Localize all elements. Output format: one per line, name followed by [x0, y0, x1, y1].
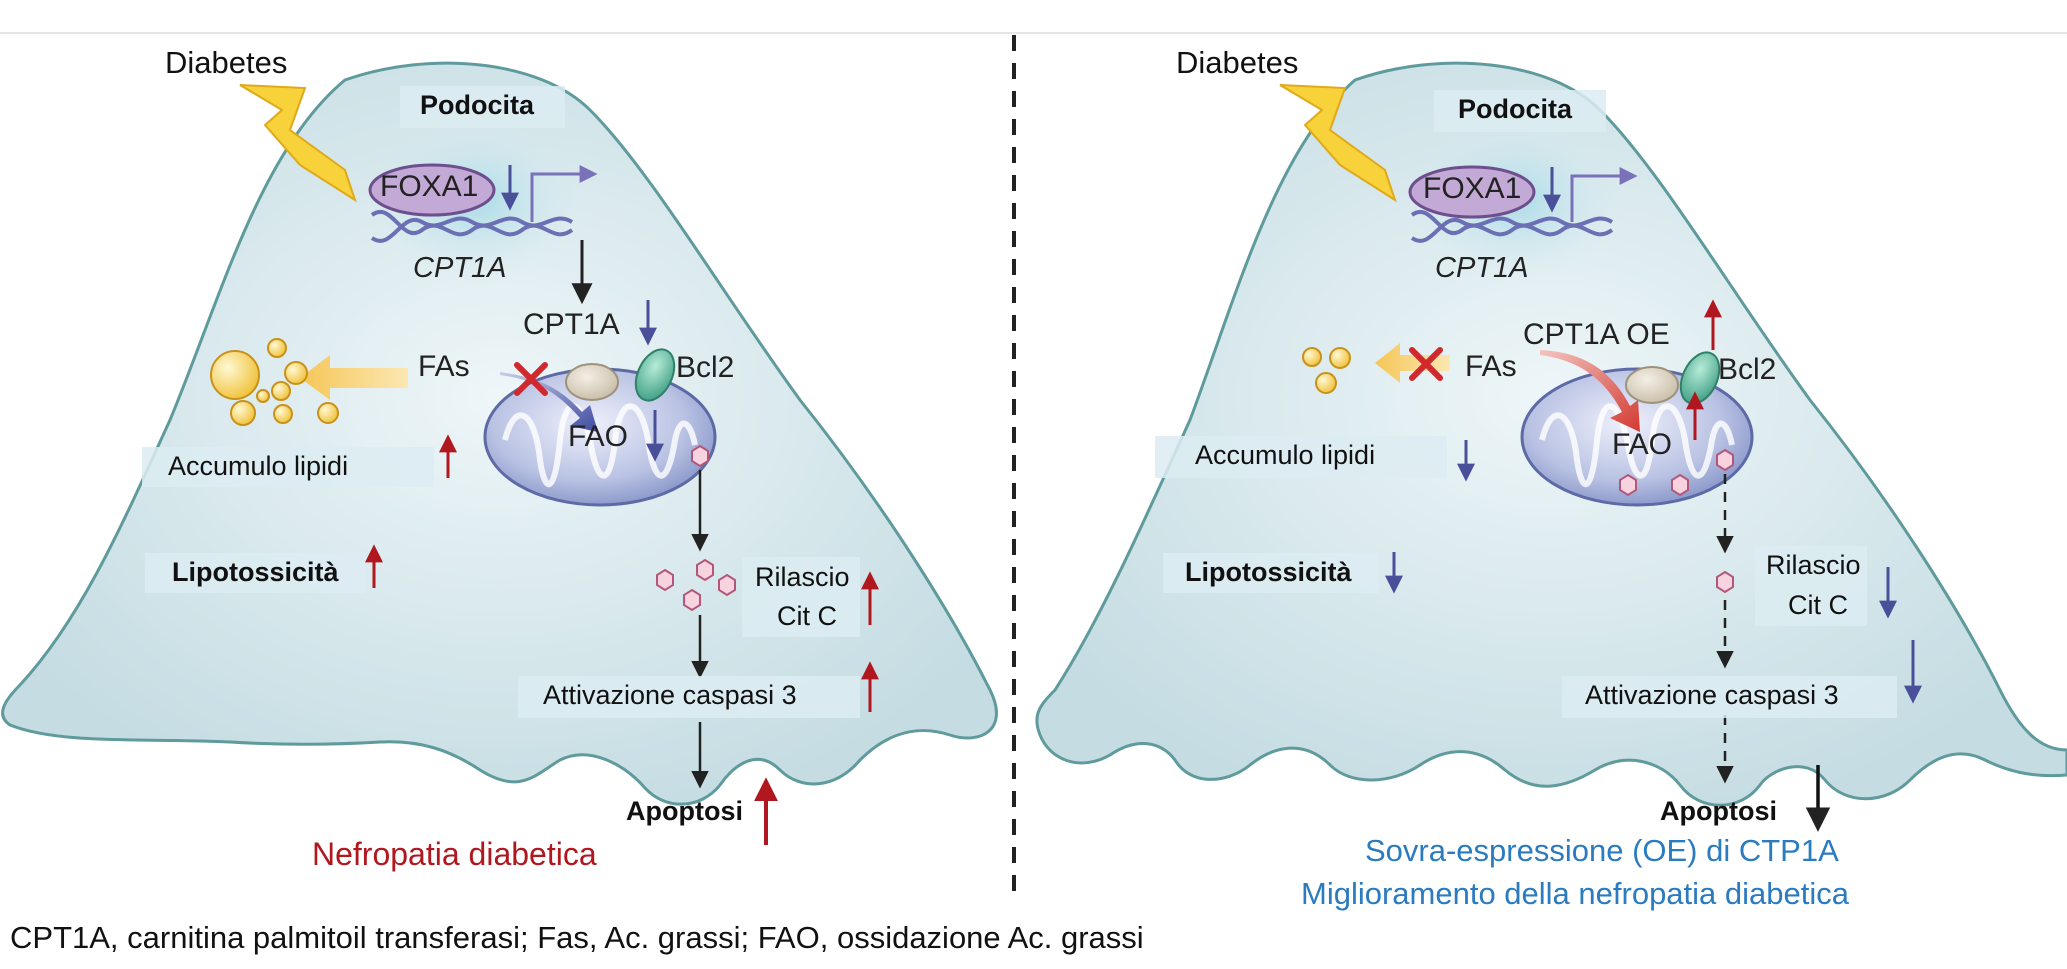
left-gene-label: CPT1A [413, 252, 507, 284]
figure-caption: CPT1A, carnitina palmitoil transferasi; … [10, 920, 1144, 955]
left-podocyte-label: Podocita [420, 90, 535, 120]
right-dna-icon [1410, 210, 1614, 243]
left-lipid-label: Accumulo lipidi [168, 451, 349, 481]
left-cpt1a-protein [565, 363, 619, 401]
right-foxa1-shape [1408, 165, 1536, 219]
right-lipid-label: Accumulo lipidi [1195, 440, 1376, 470]
left-cytc-cluster-icon [656, 558, 736, 612]
left-lipid-box [142, 447, 434, 487]
right-apoptosis-label: Apoptosi [1660, 796, 1777, 826]
right-fas-label: FAs [1465, 350, 1517, 383]
left-podocyte-label-box [400, 86, 565, 128]
left-fa-storage-arrow [300, 355, 408, 400]
left-lightning-icon [239, 84, 357, 203]
right-podocyte-label: Podocita [1458, 94, 1573, 124]
left-foxa1-shape [368, 163, 496, 217]
left-caspase-label: Attivazione caspasi 3 [543, 680, 797, 710]
right-outcome-line1: Sovra-espressione (OE) di CTP1A [1365, 833, 1839, 868]
right-cpt1a-protein [1625, 366, 1679, 404]
right-lipotox-label: Lipotossicità [1185, 557, 1352, 587]
left-blocked-x-icon [514, 362, 548, 396]
left-cytc-line1: Rilascio [755, 562, 850, 592]
right-blocked-x-icon [1409, 347, 1443, 381]
left-caspase-box [518, 676, 860, 718]
left-bcl2-protein [634, 348, 676, 402]
right-lipid-box [1155, 436, 1447, 478]
left-cytc-box [742, 557, 860, 637]
left-lipotox-label: Lipotossicità [172, 557, 339, 587]
right-diabetes-label: Diabetes [1176, 45, 1299, 80]
left-lipotox-box [145, 553, 365, 593]
right-podocyte-label-box [1434, 90, 1606, 132]
left-fao-label: FAO [568, 420, 629, 453]
left-foxa1-label: FOXA1 [380, 170, 479, 203]
left-diabetes-label: Diabetes [165, 45, 288, 80]
right-mito-cytc-icon [1619, 448, 1734, 497]
right-outcome-line2: Miglioramento della nefropatia diabetica [1301, 876, 1849, 911]
left-apoptosis-label: Apoptosi [626, 796, 743, 826]
left-transcription-arrow [530, 165, 598, 222]
left-outcome-label: Nefropatia diabetica [312, 836, 597, 872]
right-lipotox-box [1163, 553, 1379, 593]
right-bcl2-label: Bcl2 [1718, 353, 1777, 386]
right-caspase-box [1562, 676, 1897, 718]
right-gene-label: CPT1A [1435, 252, 1529, 284]
right-fao-label: FAO [1612, 428, 1673, 461]
right-lightning-icon [1279, 84, 1397, 203]
right-cytc-single-icon [1716, 570, 1734, 594]
left-cpt1a-label: CPT1A [523, 308, 620, 341]
left-dna-icon [370, 210, 574, 243]
left-cytc-line2: Cit C [777, 601, 837, 631]
left-fas-label: FAs [418, 350, 470, 383]
left-fa-import-arrow [500, 372, 598, 432]
right-cytc-line1: Rilascio [1766, 550, 1861, 580]
right-fa-storage-arrow [1375, 343, 1450, 383]
right-cytc-box [1755, 546, 1867, 626]
right-fa-import-arrow [1540, 350, 1640, 432]
left-bcl2-label: Bcl2 [676, 351, 735, 384]
right-cpt1a-label: CPT1A OE [1523, 318, 1670, 351]
right-cytc-line2: Cit C [1788, 590, 1848, 620]
right-caspase-label: Attivazione caspasi 3 [1585, 680, 1839, 710]
right-transcription-arrow [1570, 167, 1638, 222]
right-lipid-droplets-icon [1302, 347, 1351, 394]
left-lipid-droplets-icon [210, 338, 339, 426]
left-cytc-hexagon [691, 444, 709, 468]
right-foxa1-label: FOXA1 [1423, 172, 1522, 205]
